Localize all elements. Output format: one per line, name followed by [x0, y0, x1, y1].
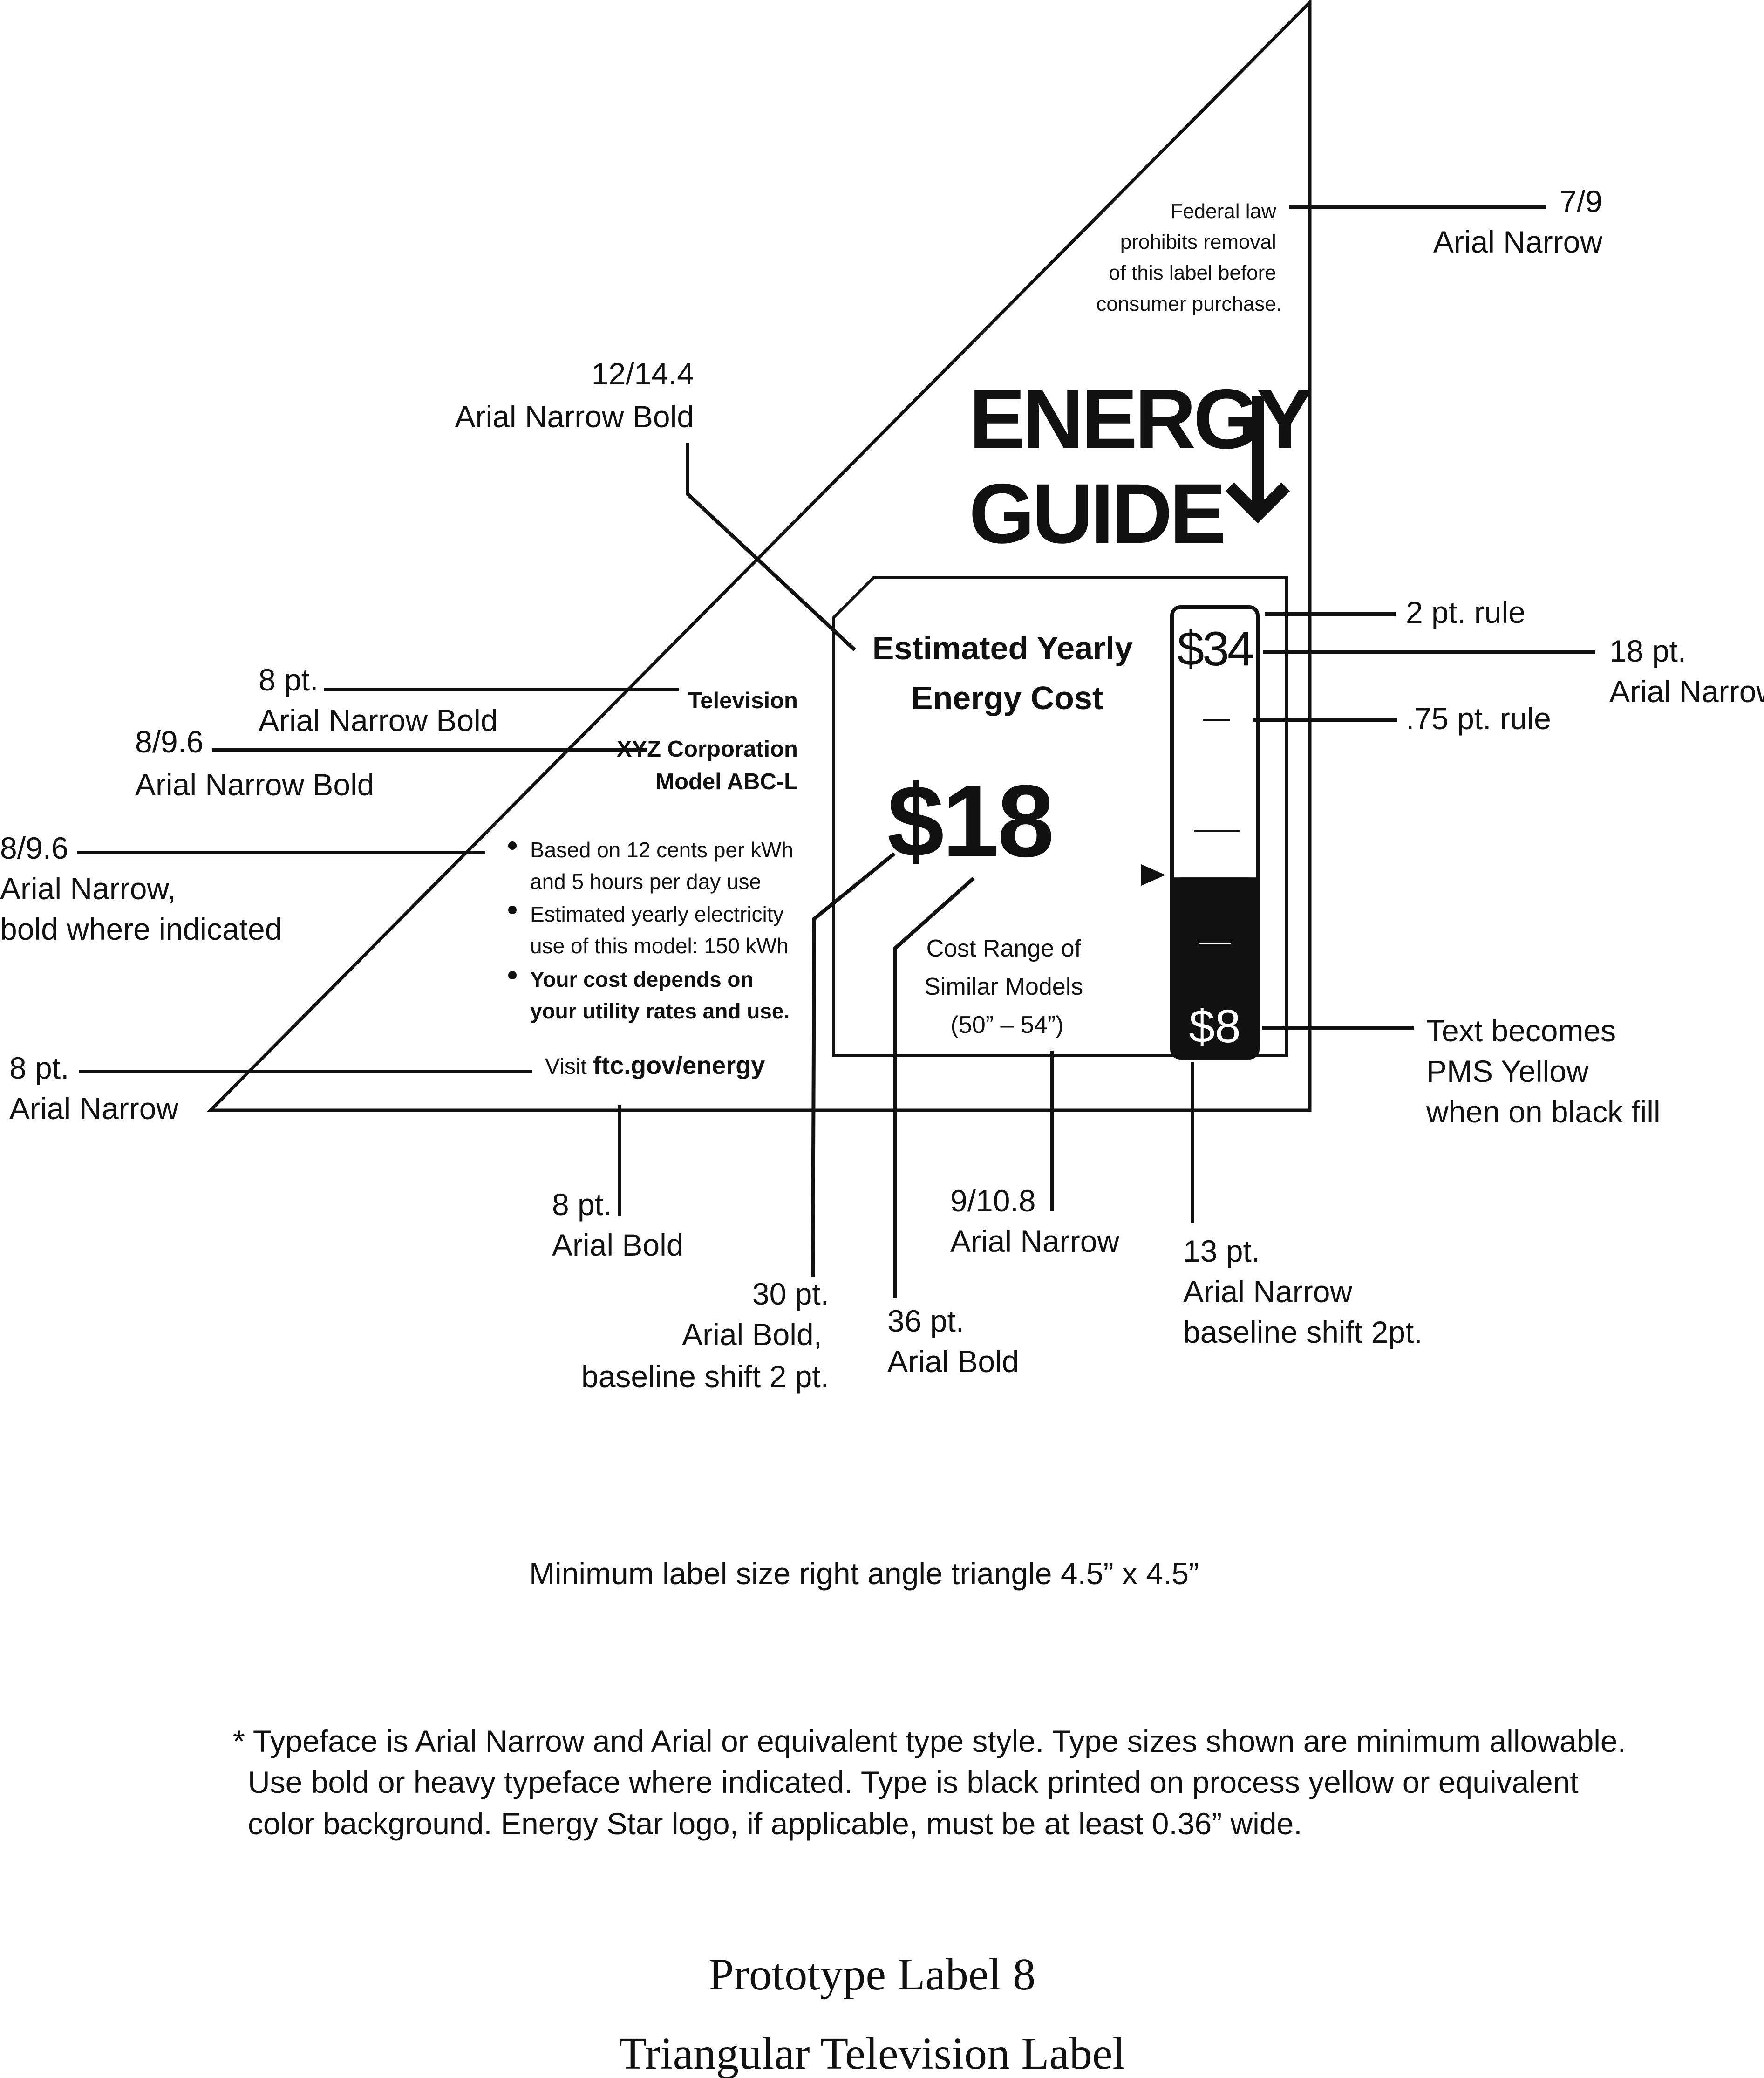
svg-text:Arial Bold: Arial Bold	[887, 1344, 1019, 1379]
cost-scale: $34 $8	[1170, 605, 1260, 1060]
caption-subtitle: Triangular Television Label	[619, 2029, 1125, 2078]
annotation-scale-bottom: 13 pt. Arial Narrow baseline shift 2pt.	[1183, 1062, 1423, 1349]
annotation-cost-digits: 36 pt. Arial Bold	[887, 877, 1019, 1379]
svg-text:12/14.4: 12/14.4	[592, 356, 694, 391]
down-arrow-icon	[1225, 396, 1290, 524]
scale-pointer	[1141, 864, 1165, 886]
product-type: Television	[688, 688, 798, 713]
svg-text:Arial Narrow: Arial Narrow	[1433, 225, 1602, 259]
svg-text:8 pt.: 8 pt.	[259, 663, 318, 697]
svg-text:Arial Narrow,: Arial Narrow,	[0, 871, 176, 906]
svg-text:8/9.6: 8/9.6	[135, 725, 204, 759]
bullet-1: Based on 12 cents per kWh and 5 hours pe…	[530, 838, 799, 894]
scale-bottom-value: $8	[1189, 1000, 1240, 1053]
annotation-bullets: 8/9.6 Arial Narrow, bold where indicated	[0, 831, 486, 946]
annotation-rule075: .75 pt. rule	[1253, 701, 1551, 736]
svg-text:Arial Narrow: Arial Narrow	[9, 1091, 178, 1126]
range-caption: Cost Range of Similar Models (50” – 54”)	[924, 935, 1090, 1039]
svg-text:.75 pt. rule: .75 pt. rule	[1406, 701, 1551, 736]
annotation-range: 9/10.8 Arial Narrow	[950, 1050, 1119, 1258]
svg-text:8 pt.: 8 pt.	[552, 1187, 612, 1222]
model-number: Model ABC-L	[655, 769, 798, 794]
bullet-dot	[508, 841, 517, 850]
svg-text:when on black fill: when on black fill	[1426, 1094, 1661, 1129]
svg-text:Text becomes: Text becomes	[1426, 1013, 1616, 1048]
annotation-maker: 8/9.6 Arial Narrow Bold	[135, 725, 648, 802]
bullet-2: Estimated yearly electricity use of this…	[530, 902, 790, 958]
svg-text:Arial Narrow Bold: Arial Narrow Bold	[455, 399, 695, 434]
cost-box-outer	[832, 576, 1288, 1057]
svg-text:Arial Narrow Bold: Arial Narrow Bold	[259, 703, 498, 738]
svg-text:Arial Bold,: Arial Bold,	[682, 1317, 822, 1352]
svg-text:baseline shift 2 pt.: baseline shift 2 pt.	[581, 1359, 829, 1394]
bullet-3: Your cost depends on your utility rates …	[530, 967, 790, 1023]
cost-heading: Estimated Yearly Energy Cost	[872, 630, 1142, 716]
scale-fill-top	[1172, 877, 1258, 896]
svg-text:9/10.8: 9/10.8	[950, 1183, 1036, 1218]
svg-text:2 pt. rule: 2 pt. rule	[1406, 595, 1526, 629]
svg-text:8/9.6: 8/9.6	[0, 831, 68, 865]
scale-top-value: $34	[1177, 622, 1253, 676]
svg-text:18 pt.: 18 pt.	[1609, 634, 1686, 668]
logo-guide: GUIDE	[969, 466, 1223, 561]
svg-text:Arial Narrow: Arial Narrow	[950, 1224, 1119, 1258]
triangle-outline	[206, 0, 1312, 1112]
visit-line: Visit ftc.gov/energy	[545, 1052, 765, 1080]
annotation-federal: 7/9 Arial Narrow	[1289, 184, 1602, 259]
annotation-scale-top: 18 pt. Arial Narrow	[1263, 634, 1764, 709]
annotation-arrow	[686, 443, 856, 651]
svg-text:13 pt.: 13 pt.	[1183, 1234, 1260, 1268]
svg-text:8 pt.: 8 pt.	[9, 1051, 69, 1085]
svg-text:7/9: 7/9	[1560, 184, 1602, 219]
bullet-dot	[508, 971, 517, 979]
min-size-note: Minimum label size right angle triangle …	[529, 1556, 1199, 1591]
typeface-note: * Typeface is Arial Narrow and Arial or …	[233, 1724, 1635, 1841]
bullet-list: Based on 12 cents per kWh and 5 hours pe…	[508, 838, 799, 1023]
caption-title: Prototype Label 8	[708, 1949, 1035, 2000]
svg-text:Arial Bold: Arial Bold	[552, 1228, 683, 1262]
annotation-product: 8 pt. Arial Narrow Bold	[259, 663, 680, 738]
annotation-arrow	[893, 877, 975, 1298]
annotation-cost-dollar: 30 pt. Arial Bold, baseline shift 2 pt.	[581, 852, 896, 1394]
energy-guide-logo: ENERGY GUIDE	[969, 371, 1314, 561]
scale-fill	[1172, 877, 1258, 1058]
svg-text:baseline shift 2pt.: baseline shift 2pt.	[1183, 1315, 1423, 1349]
cost-value: $18	[887, 764, 1052, 878]
svg-text:PMS Yellow: PMS Yellow	[1426, 1054, 1589, 1088]
annotation-rule2: 2 pt. rule	[1265, 595, 1526, 629]
svg-text:Arial Narrow: Arial Narrow	[1609, 674, 1764, 709]
svg-text:36 pt.: 36 pt.	[887, 1304, 964, 1338]
annotation-yellow: Text becomes PMS Yellow when on black fi…	[1262, 1013, 1661, 1129]
bullet-dot	[508, 906, 517, 914]
svg-text:Arial Narrow: Arial Narrow	[1183, 1274, 1352, 1309]
svg-text:Arial Narrow Bold: Arial Narrow Bold	[135, 767, 375, 802]
annotation-url: 8 pt. Arial Bold	[552, 1105, 683, 1262]
annotation-heading: 12/14.4 Arial Narrow Bold	[455, 356, 856, 651]
federal-notice: Federal law prohibits removal of this la…	[1096, 200, 1282, 315]
svg-text:30 pt.: 30 pt.	[752, 1277, 829, 1311]
annotation-arrow	[811, 852, 896, 1277]
annotation-visit: 8 pt. Arial Narrow	[9, 1051, 532, 1126]
svg-text:bold where indicated: bold where indicated	[0, 912, 282, 946]
